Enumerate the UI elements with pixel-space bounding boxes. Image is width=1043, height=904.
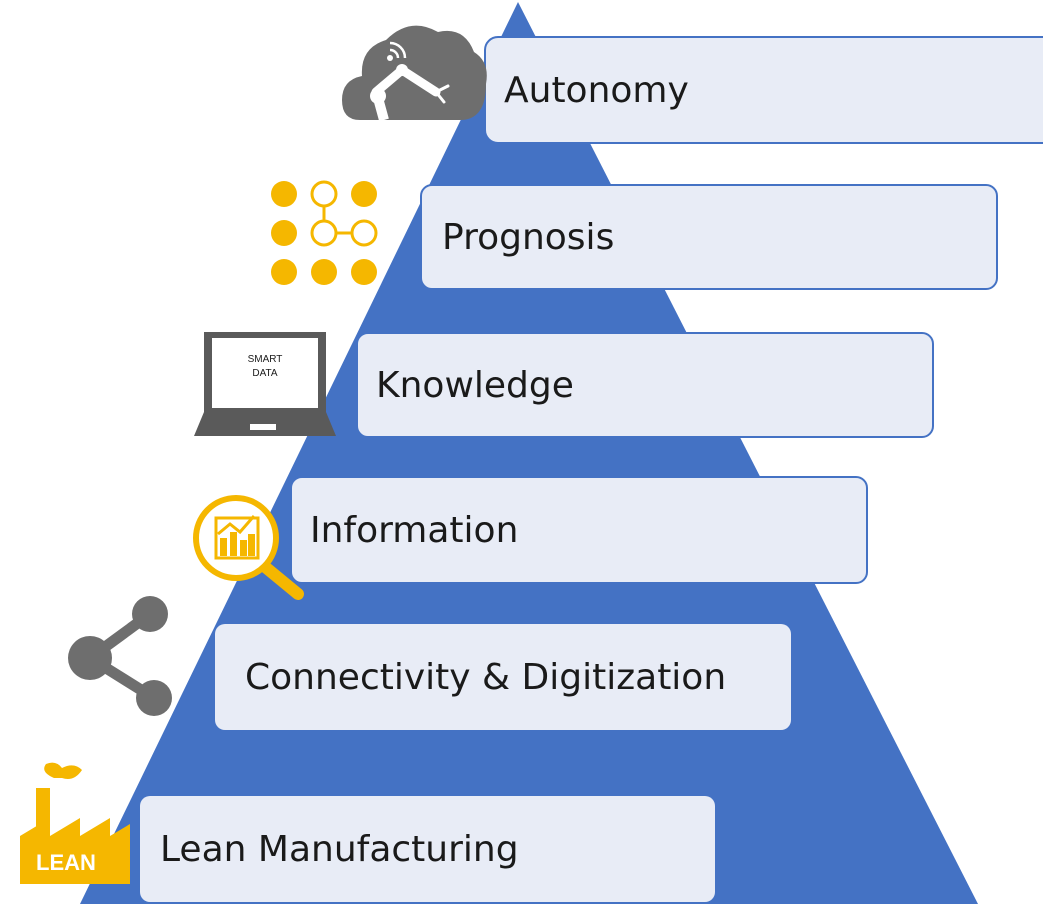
- level-prognosis: Prognosis: [420, 184, 998, 290]
- laptop-screen-text-2: DATA: [252, 368, 278, 379]
- level-label: Knowledge: [376, 364, 574, 406]
- robot-arm-cloud-icon: [342, 25, 487, 122]
- level-label: Information: [310, 509, 519, 551]
- laptop-smart-data-icon: SMART DATA: [194, 332, 336, 436]
- share-network-icon: [68, 596, 172, 716]
- magnifier-chart-icon: [193, 495, 304, 600]
- level-label: Connectivity & Digitization: [245, 656, 727, 698]
- level-autonomy: Autonomy: [484, 36, 1043, 144]
- level-label: Autonomy: [504, 69, 689, 111]
- level-connectivity-digitization: Connectivity & Digitization: [215, 624, 791, 730]
- dot-network-icon: [271, 180, 378, 285]
- lean-factory-icon: LEAN: [20, 762, 130, 884]
- level-label: Prognosis: [442, 216, 615, 258]
- factory-text: LEAN: [36, 850, 96, 875]
- level-lean-manufacturing: Lean Manufacturing: [140, 796, 715, 902]
- level-knowledge: Knowledge: [356, 332, 934, 438]
- level-label: Lean Manufacturing: [160, 828, 519, 870]
- level-information: Information: [290, 476, 868, 584]
- laptop-screen-text-1: SMART: [248, 354, 283, 365]
